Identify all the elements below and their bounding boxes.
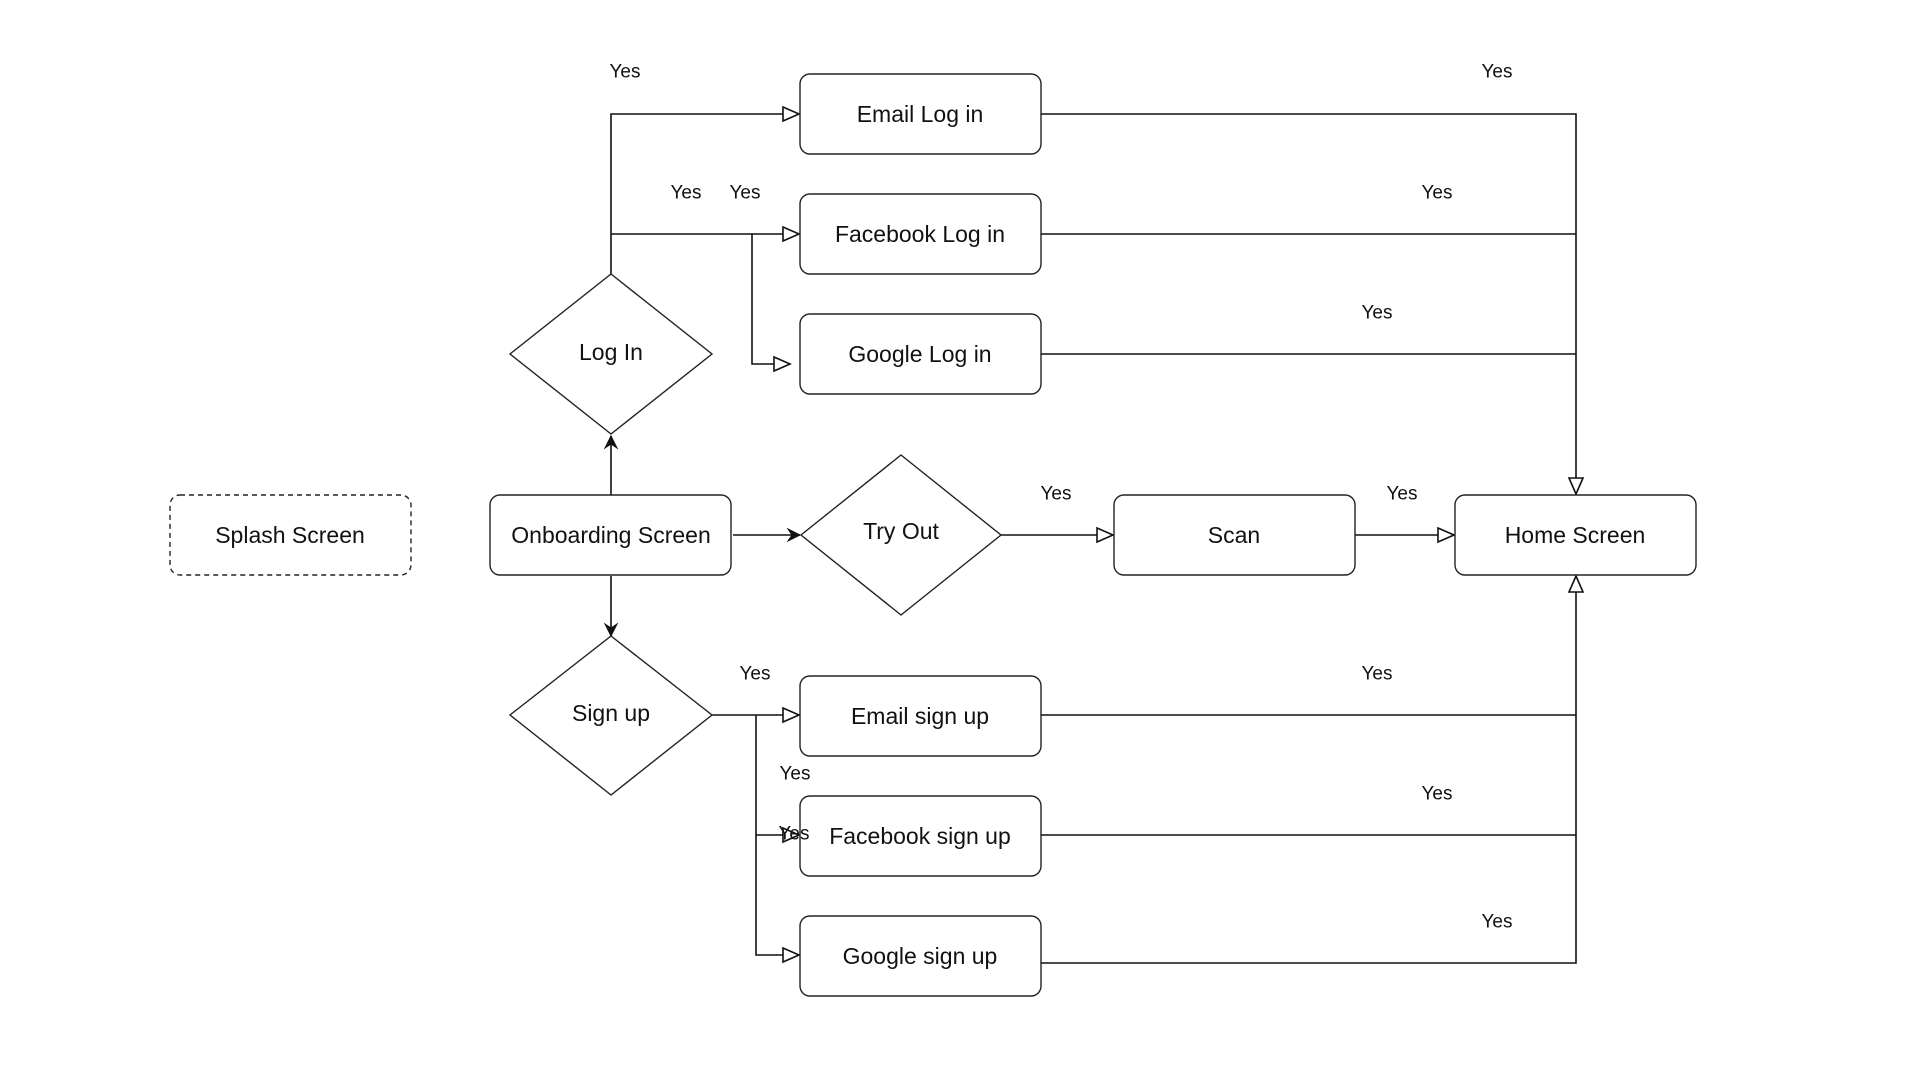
edge-label-email-login-home: Yes bbox=[1482, 62, 1513, 83]
node-login-decision: Log In bbox=[508, 273, 714, 435]
node-scan: Scan bbox=[1113, 494, 1356, 576]
edge-label-login-facebook-a: Yes bbox=[671, 183, 702, 204]
node-facebook-signup-label: Facebook sign up bbox=[829, 823, 1011, 849]
node-email-login: Email Log in bbox=[799, 73, 1042, 155]
edge-labels: Yes Yes Yes Yes Yes Yes Yes Yes Yes Yes … bbox=[610, 62, 1513, 933]
edge-label-login-email: Yes bbox=[610, 62, 641, 83]
edge-label-facebook-login-home: Yes bbox=[1422, 183, 1453, 204]
node-home-screen-label: Home Screen bbox=[1505, 522, 1646, 548]
edge-login-to-email-login bbox=[610, 105, 801, 274]
edge-login-to-google-login bbox=[751, 234, 792, 373]
edge-label-signup-facebook: Yes bbox=[780, 764, 811, 785]
edge-label-signup-email: Yes bbox=[740, 664, 771, 685]
edge-email-login-to-home bbox=[1040, 113, 1585, 496]
node-email-signup: Email sign up bbox=[799, 675, 1042, 757]
node-email-login-label: Email Log in bbox=[857, 101, 984, 127]
node-signup-decision-label: Sign up bbox=[572, 700, 650, 726]
node-facebook-login: Facebook Log in bbox=[799, 193, 1042, 275]
node-onboarding-screen-label: Onboarding Screen bbox=[511, 522, 710, 548]
node-facebook-signup: Facebook sign up bbox=[799, 795, 1042, 877]
node-login-decision-label: Log In bbox=[579, 339, 643, 365]
node-google-signup: Google sign up bbox=[799, 915, 1042, 997]
node-splash-screen: Splash Screen bbox=[169, 494, 412, 576]
edges bbox=[603, 105, 1585, 964]
edge-label-email-signup-home: Yes bbox=[1362, 664, 1393, 685]
edge-label-signup-facebook-overlap: Yes bbox=[779, 824, 810, 845]
edge-signup-to-google-signup bbox=[755, 835, 801, 964]
node-tryout-decision-label: Try Out bbox=[863, 518, 939, 544]
node-email-signup-label: Email sign up bbox=[851, 703, 989, 729]
edge-label-tryout-scan: Yes bbox=[1041, 484, 1072, 505]
edge-label-google-login-home: Yes bbox=[1362, 303, 1393, 324]
edge-google-signup-to-home bbox=[1032, 574, 1585, 964]
node-tryout-decision: Try Out bbox=[799, 454, 1003, 616]
node-google-login: Google Log in bbox=[799, 313, 1042, 395]
node-splash-screen-label: Splash Screen bbox=[215, 522, 365, 548]
node-google-signup-label: Google sign up bbox=[843, 943, 998, 969]
edge-label-login-facebook-b: Yes bbox=[730, 183, 761, 204]
node-google-login-label: Google Log in bbox=[848, 341, 991, 367]
edge-label-scan-home: Yes bbox=[1387, 484, 1418, 505]
node-home-screen: Home Screen bbox=[1454, 494, 1697, 576]
node-facebook-login-label: Facebook Log in bbox=[835, 221, 1005, 247]
edge-label-google-signup-home: Yes bbox=[1482, 912, 1513, 933]
node-onboarding-screen: Onboarding Screen bbox=[489, 494, 732, 576]
edge-label-facebook-signup-home: Yes bbox=[1422, 784, 1453, 805]
node-signup-decision: Sign up bbox=[508, 635, 714, 796]
node-scan-label: Scan bbox=[1208, 522, 1260, 548]
